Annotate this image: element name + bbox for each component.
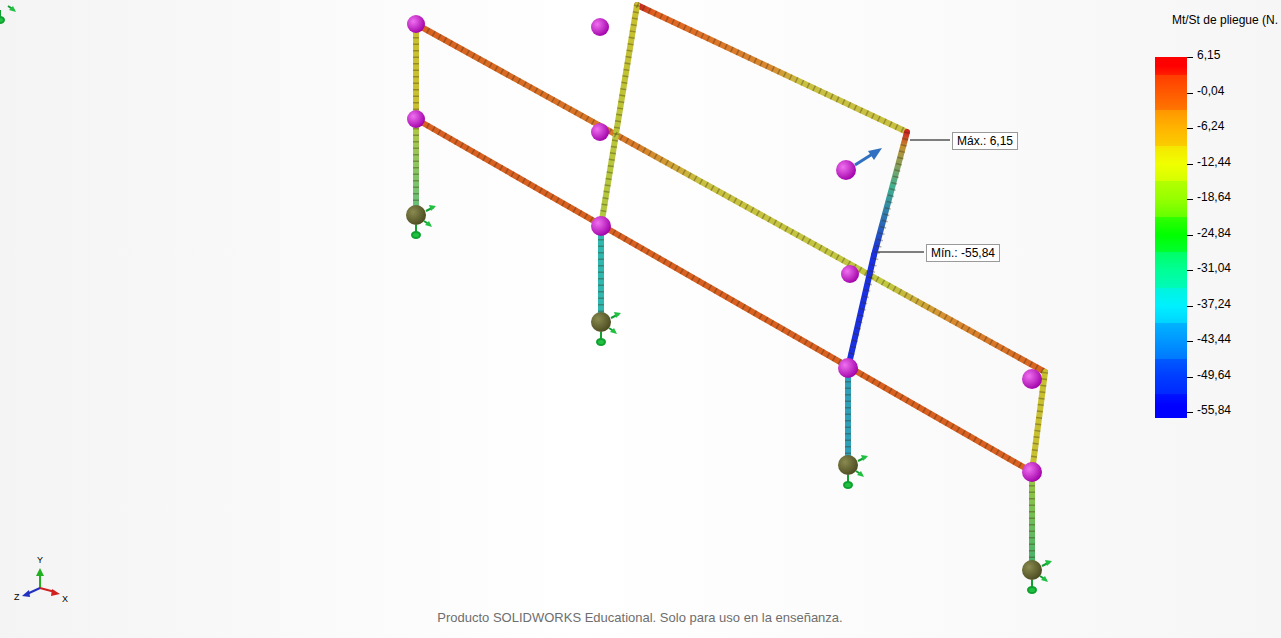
legend-value: -6,24 xyxy=(1197,119,1224,133)
legend-swatch xyxy=(1155,75,1187,111)
legend-swatch xyxy=(1155,146,1187,182)
legend-value: -43,44 xyxy=(1197,332,1231,346)
legend-tick xyxy=(1187,306,1193,307)
axis-label: Y xyxy=(37,555,43,565)
legend-swatch xyxy=(1155,359,1187,395)
legend-swatch xyxy=(1155,288,1187,324)
legend-swatch xyxy=(1155,181,1187,217)
legend-tick xyxy=(1187,270,1193,271)
legend-value: -18,64 xyxy=(1197,190,1231,204)
legend-tick xyxy=(1187,93,1193,94)
legend-tick xyxy=(1187,128,1193,129)
legend-tick xyxy=(1187,57,1193,58)
axis-label: Z xyxy=(14,592,20,602)
legend-value: -0,04 xyxy=(1197,84,1224,98)
max-callout: Máx.: 6,15 xyxy=(952,132,1018,150)
legend-value: -12,44 xyxy=(1197,155,1231,169)
legend-swatch xyxy=(1155,57,1187,75)
legend-tick xyxy=(1187,341,1193,342)
legend-value: -31,04 xyxy=(1197,261,1231,275)
min-callout: Mín.: -55,84 xyxy=(926,244,1000,262)
legend-swatch xyxy=(1155,394,1187,417)
legend-value: -37,24 xyxy=(1197,297,1231,311)
legend-tick xyxy=(1187,377,1193,378)
legend-swatch xyxy=(1155,110,1187,146)
legend-value: -55,84 xyxy=(1197,403,1231,417)
legend-tick xyxy=(1187,412,1193,413)
legend-swatch xyxy=(1155,217,1187,253)
legend-tick xyxy=(1187,164,1193,165)
watermark: Producto SOLIDWORKS Educational. Solo pa… xyxy=(437,611,842,625)
legend-swatch xyxy=(1155,323,1187,359)
legend-value: -24,84 xyxy=(1197,226,1231,240)
legend-tick xyxy=(1187,199,1193,200)
legend-title: Mt/St de pliegue (N. xyxy=(1172,13,1278,27)
legend-swatch xyxy=(1155,252,1187,288)
axis-label: X xyxy=(62,594,68,604)
legend-value: -49,64 xyxy=(1197,368,1231,382)
legend-value: 6,15 xyxy=(1197,48,1220,62)
legend-tick xyxy=(1187,235,1193,236)
